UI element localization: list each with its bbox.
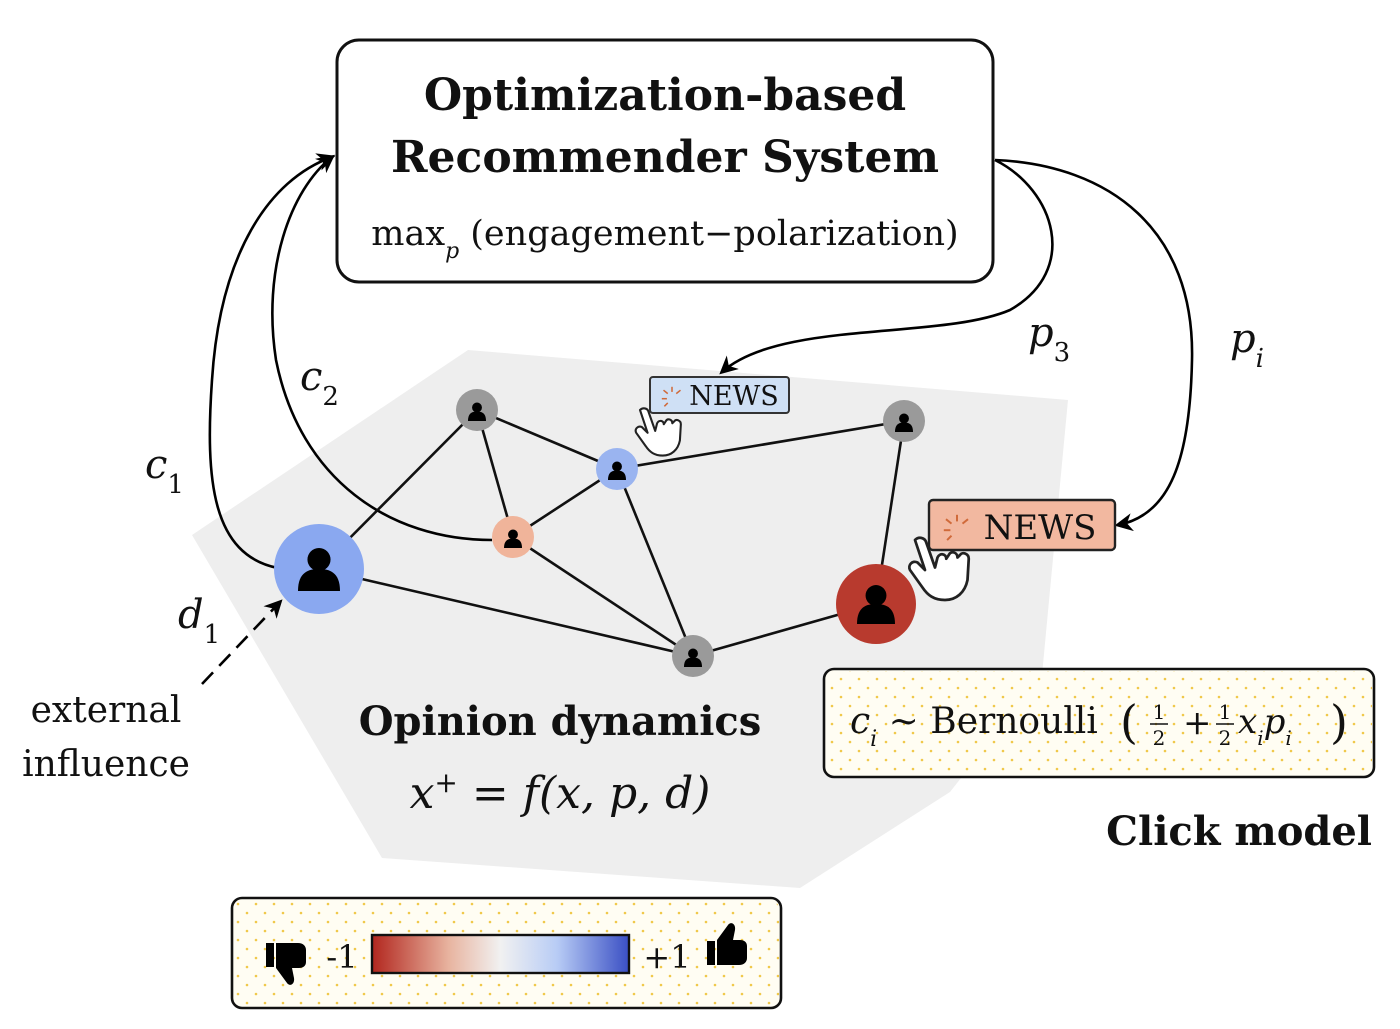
recommender-objective: maxp (engagement−polarization)	[371, 214, 958, 264]
arrow-p3	[719, 158, 1054, 375]
svg-text:+: +	[1183, 703, 1212, 743]
label-p3: p3	[1028, 310, 1070, 368]
svg-text:xipi: xipi	[1238, 702, 1292, 750]
legend-colorbar	[370, 933, 631, 975]
node-small-blue	[596, 448, 638, 490]
node-large-red	[836, 564, 916, 644]
recommender-title-line2: Recommender System	[391, 132, 939, 183]
node-top-gray	[456, 389, 498, 431]
external-influence-line2: influence	[22, 744, 190, 785]
arrow-pi	[994, 158, 1194, 532]
legend-min-label: -1	[326, 938, 357, 976]
svg-text:NEWS: NEWS	[689, 381, 779, 412]
label-d1: d1	[178, 592, 220, 650]
node-peach	[492, 516, 534, 558]
label-pi: pi	[1230, 316, 1264, 374]
opinion-dynamics-title: Opinion dynamics	[359, 698, 762, 745]
recommender-title-line1: Optimization-based	[424, 70, 906, 121]
news-tag-small: NEWS	[649, 376, 790, 414]
svg-text:): )	[1330, 695, 1348, 749]
arrow-d1	[201, 599, 283, 685]
news-tag-large: NEWS	[927, 498, 1117, 552]
svg-text:1: 1	[1153, 700, 1166, 724]
click-model-formula: ci ∼ Bernoulli ( 1 2 + 1 2 xipi )	[850, 695, 1348, 752]
thumbs-down-icon	[266, 943, 306, 985]
arrow-c1	[208, 153, 336, 570]
svg-text:2: 2	[1153, 726, 1166, 750]
label-c2: c2	[300, 354, 339, 412]
external-influence-line1: external	[31, 690, 182, 731]
label-c1: c1	[145, 442, 184, 500]
opinion-dynamics-equation: x+ = f(x, p, d)	[410, 766, 711, 820]
svg-text:2: 2	[1219, 726, 1232, 750]
thumbs-up-icon	[707, 923, 747, 965]
svg-text:1: 1	[1219, 700, 1232, 724]
svg-text:NEWS: NEWS	[984, 508, 1097, 548]
legend-max-label: +1	[643, 938, 690, 976]
svg-text:(: (	[1120, 695, 1138, 749]
node-bottom-gray	[672, 635, 714, 677]
node-large-blue	[274, 524, 364, 614]
svg-text:ci ∼ Bernoulli: ci ∼ Bernoulli	[850, 701, 1098, 752]
node-right-gray	[883, 400, 925, 442]
click-model-title: Click model	[1106, 808, 1372, 855]
arrow-c2	[271, 154, 493, 542]
recommender-box	[335, 38, 995, 284]
